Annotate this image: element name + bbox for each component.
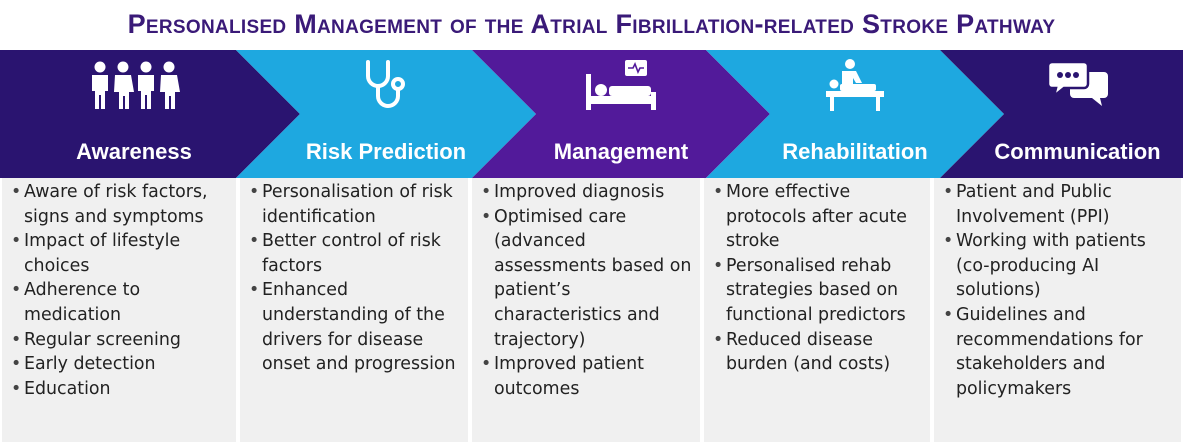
stethoscope-icon xyxy=(366,60,405,108)
bullet-list: Aware of risk factors, signs and symptom… xyxy=(8,180,230,401)
stage-rehabilitation: Rehabilitation xyxy=(738,50,972,178)
list-item: Better control of risk factors xyxy=(246,229,462,278)
communication-bullets-box: Patient and Public Involvement (PPI) Wor… xyxy=(934,178,1181,442)
list-item: Impact of lifestyle choices xyxy=(8,229,230,278)
people-group-icon xyxy=(92,61,180,109)
chevron-management xyxy=(472,50,770,178)
bullet-list: More effective protocols after acute str… xyxy=(710,180,924,377)
list-item: Personalised rehab strategies based on f… xyxy=(710,254,924,328)
list-item: Regular screening xyxy=(8,328,230,353)
bullet-list: Patient and Public Involvement (PPI) Wor… xyxy=(940,180,1175,401)
list-item: Enhanced understanding of the drivers fo… xyxy=(246,278,462,376)
list-item: Reduced disease burden (and costs) xyxy=(710,328,924,377)
list-item: Optimised care (advanced assessments bas… xyxy=(478,205,694,353)
page-title: Personalised Management of the Atrial Fi… xyxy=(127,9,1056,39)
stage-communication: Communication xyxy=(972,50,1183,178)
stage-risk-prediction: Risk Prediction xyxy=(268,50,504,178)
list-item: Guidelines and recommendations for stake… xyxy=(940,303,1175,401)
stage-management: Management xyxy=(504,50,738,178)
chevron-risk-prediction xyxy=(236,50,536,178)
list-item: Improved patient outcomes xyxy=(478,352,694,401)
physiotherapy-icon xyxy=(826,59,884,111)
bullet-list: Personalisation of risk identification B… xyxy=(246,180,462,377)
stage-label: Rehabilitation xyxy=(782,139,928,164)
list-item: Patient and Public Involvement (PPI) xyxy=(940,180,1175,229)
chevron-awareness xyxy=(0,50,300,178)
bullet-list: Improved diagnosis Optimised care (advan… xyxy=(478,180,694,401)
list-item: Early detection xyxy=(8,352,230,377)
risk-prediction-bullets-box: Personalisation of risk identification B… xyxy=(240,178,468,442)
chevron-communication xyxy=(940,50,1183,178)
awareness-bullets-box: Aware of risk factors, signs and symptom… xyxy=(2,178,236,442)
chevron-banner xyxy=(0,50,1183,178)
chevron-rehabilitation xyxy=(706,50,1004,178)
rehabilitation-bullets-box: More effective protocols after acute str… xyxy=(704,178,930,442)
list-item: Education xyxy=(8,377,230,402)
list-item: More effective protocols after acute str… xyxy=(710,180,924,254)
list-item: Improved diagnosis xyxy=(478,180,694,205)
list-item: Personalisation of risk identification xyxy=(246,180,462,229)
chat-bubbles-icon xyxy=(1046,60,1108,106)
stage-label: Communication xyxy=(994,139,1161,164)
stage-label: Management xyxy=(553,139,689,164)
stage-awareness: Awareness xyxy=(0,50,268,178)
list-item: Working with patients (co-producing AI s… xyxy=(940,229,1175,303)
stage-label: Risk Prediction xyxy=(305,139,467,164)
stage-label: Awareness xyxy=(76,139,192,164)
list-item: Adherence to medication xyxy=(8,278,230,327)
list-item: Aware of risk factors, signs and symptom… xyxy=(8,180,230,229)
management-bullets-box: Improved diagnosis Optimised care (advan… xyxy=(472,178,700,442)
hospital-bed-monitor-icon xyxy=(586,60,656,110)
